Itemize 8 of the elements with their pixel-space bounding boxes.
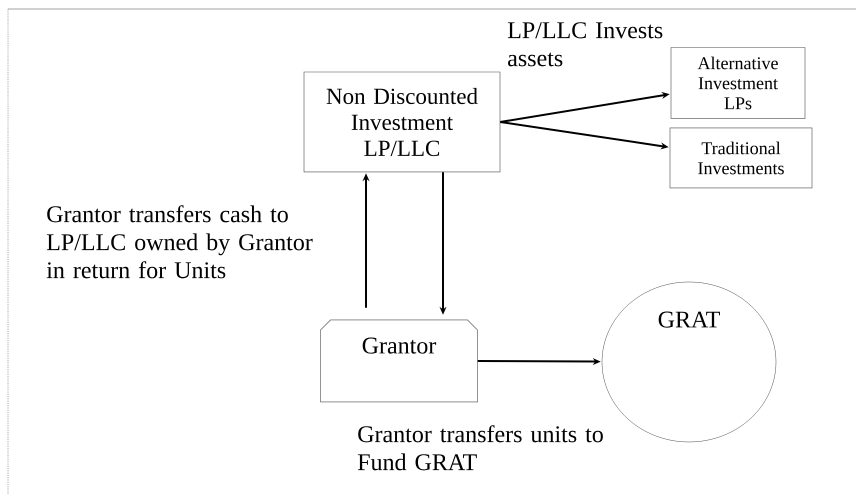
process-box: Traditional Investments bbox=[670, 128, 812, 188]
grantor-box: Grantor bbox=[320, 320, 478, 402]
note-text: Grantor transfers cash to LP/LLC owned by Grantor in return for Units bbox=[46, 205, 313, 278]
process-box: Non Discounted Investment LP/LLC bbox=[304, 72, 500, 172]
circle-node: GRAT bbox=[602, 282, 776, 442]
note-text: LP/LLC Invests assets bbox=[508, 22, 662, 66]
note-text: Grantor transfers units to Fund GRAT bbox=[358, 425, 603, 470]
process-box: Alternative Investment LPs bbox=[670, 47, 806, 119]
